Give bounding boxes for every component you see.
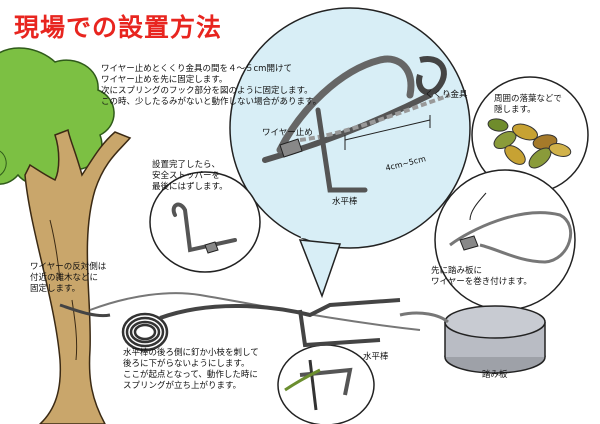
wire-stop-fitting <box>279 138 303 158</box>
note-bottom-line: 後ろに下がらないようにします。 <box>123 359 250 369</box>
label-kukuri: くくり金具 <box>425 90 468 100</box>
note-wire-end-line: 付近の雑木などに <box>30 273 99 283</box>
kukuri-fitting <box>416 56 447 96</box>
note-top-line: 次にスプリングのフック部分を図のように固定します。 <box>101 86 313 96</box>
leaves-pile <box>487 118 572 169</box>
detail-bubble-safety <box>149 171 261 273</box>
note-safety-line: 安全ストッパーを <box>152 171 221 181</box>
label-horizontal-bar-top: 水平棒 <box>332 197 358 207</box>
note-plate-wire: 先に踏み板に ワイヤーを巻き付けます。 <box>431 266 532 288</box>
label-plate: 踏み板 <box>482 370 508 380</box>
note-bottom-line: 水平棒の後ろ側に釘か小枝を刺して <box>123 348 259 358</box>
note-top-line: この時、少したるみがないと動作しない場合があります。 <box>101 97 322 107</box>
anchor-wire <box>89 292 421 331</box>
note-plate-wire-line: ワイヤーを巻き付けます。 <box>431 277 532 287</box>
note-safety-line: 設置完了したら、 <box>152 160 221 170</box>
label-horizontal-bar-bottom: 水平棒 <box>363 352 389 362</box>
note-leaves-line: 周囲の落葉などで <box>494 94 562 104</box>
note-top: ワイヤー止めとくくり金具の間を４～５cm開けて ワイヤー止めを先に固定します。 … <box>101 64 321 108</box>
page-title: 現場での設置方法 <box>14 13 223 42</box>
tree-trunk <box>24 128 132 424</box>
note-bottom: 水平棒の後ろ側に釘か小枝を刺して 後ろに下がらないようにします。 ここが起点とな… <box>123 348 259 392</box>
note-bottom-line: ここが起点となって、動作した時に <box>123 370 258 380</box>
note-plate-wire-line: 先に踏み板に <box>431 266 483 276</box>
note-safety-line: 最後にはずします。 <box>152 182 228 192</box>
note-safety: 設置完了したら、 安全ストッパーを 最後にはずします。 <box>152 160 228 193</box>
note-leaves: 周囲の落葉などで 隠します。 <box>494 94 562 116</box>
note-wire-end-line: 固定します。 <box>30 284 81 294</box>
note-leaves-line: 隠します。 <box>494 105 536 115</box>
spring-coil <box>121 312 169 352</box>
note-bottom-line: スプリングが立ち上がります。 <box>123 381 242 391</box>
note-top-line: ワイヤー止めを先に固定します。 <box>101 75 228 85</box>
step-plate <box>444 305 546 374</box>
tree-foliage <box>0 47 115 186</box>
note-wire-end-line: ワイヤーの反対側は <box>30 262 107 272</box>
note-wire-end: ワイヤーの反対側は 付近の雑木などに 固定します。 <box>30 262 106 295</box>
label-wire-stop: ワイヤー止め <box>262 128 313 138</box>
note-top-line: ワイヤー止めとくくり金具の間を４～５cm開けて <box>101 64 292 74</box>
